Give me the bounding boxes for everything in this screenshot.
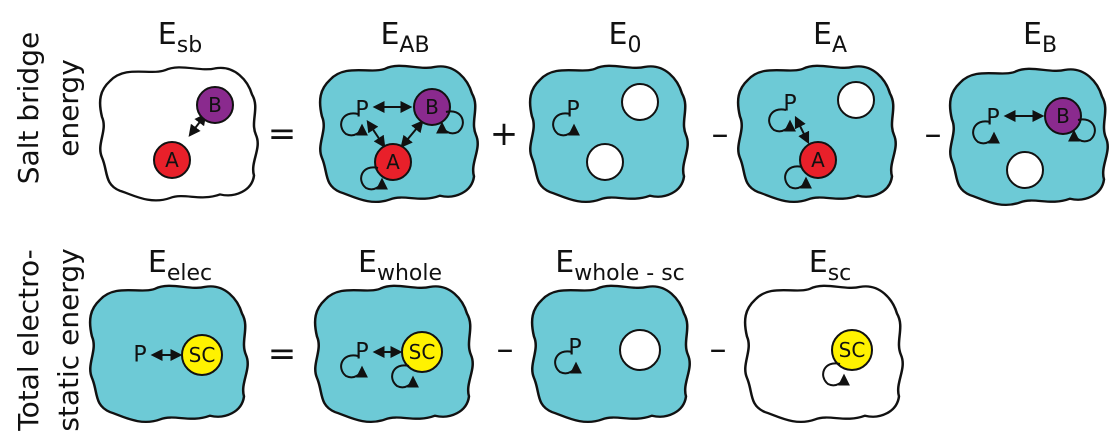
operator: – — [710, 329, 727, 369]
term-e-elec: Eelec P SC — [88, 245, 249, 424]
interaction-arrow — [400, 120, 424, 148]
ion-a-label: A — [811, 148, 825, 172]
term-caption: EAB — [380, 17, 429, 58]
operator: = — [268, 334, 297, 374]
partial-charge-p: P — [355, 340, 368, 365]
ion-a — [799, 141, 837, 179]
term-caption: Ewhole - sc — [555, 245, 685, 286]
term-e-sb: Esb A B — [98, 17, 259, 202]
term-e-ab: EAB P B A — [318, 17, 479, 204]
interaction-arrow — [794, 115, 810, 145]
ion-sc-label: SC — [189, 343, 216, 367]
partial-charge-p: P — [355, 98, 368, 123]
term-caption: EB — [1023, 17, 1057, 58]
term-e-sc: Esc SC — [743, 245, 904, 424]
partial-charge-p: P — [568, 336, 581, 361]
ion-b-label: B — [425, 95, 439, 119]
protein-blob-solvated — [313, 284, 474, 424]
ion-a — [374, 143, 412, 181]
side-label-line2: static energy — [52, 248, 85, 431]
empty-cavity — [621, 83, 659, 121]
term-e-0: E0 P — [528, 17, 689, 204]
protein-blob-solvated — [736, 64, 897, 204]
term-caption: EA — [813, 17, 847, 58]
term-caption: Esc — [809, 245, 852, 286]
term-caption: Esb — [158, 17, 202, 58]
ion-sc — [401, 331, 443, 373]
interaction-arrow — [366, 120, 386, 148]
term-e-whole-minus-sc: Ewhole - sc P — [530, 245, 691, 424]
ion-sc-label: SC — [409, 340, 436, 364]
side-label-line2: energy — [52, 59, 85, 157]
ion-a-label: A — [386, 150, 400, 174]
ion-b-label: B — [1056, 104, 1070, 128]
ion-a-label: A — [165, 148, 179, 172]
term-e-whole: Ewhole P SC — [313, 245, 474, 424]
ion-a — [153, 141, 191, 179]
ion-sc-label: SC — [839, 338, 866, 362]
term-caption: Ewhole — [358, 245, 442, 286]
partial-charge-p: P — [986, 106, 999, 131]
side-label-line1: Salt bridge — [12, 32, 45, 184]
term-e-b: EB P B — [948, 17, 1109, 207]
term-caption: Eelec — [148, 245, 212, 286]
empty-cavity — [1006, 151, 1044, 189]
operator: – — [925, 114, 942, 154]
protein-blob-solvated — [88, 284, 249, 424]
operator: + — [490, 114, 519, 154]
partial-charge-p: P — [783, 92, 796, 117]
side-label-total-electrostatic: Total electro- static energy — [12, 248, 85, 431]
operator: – — [497, 329, 514, 369]
ion-b-label: B — [208, 93, 222, 117]
protein-blob-empty — [98, 66, 259, 202]
ion-b — [413, 88, 451, 126]
protein-blob-empty — [743, 284, 904, 424]
operator: – — [712, 114, 729, 154]
ion-sc — [831, 329, 873, 371]
side-label-salt-bridge: Salt bridge energy — [12, 32, 85, 184]
ion-b — [1044, 97, 1082, 135]
protein-blob-solvated — [530, 284, 691, 424]
side-label-line1: Total electro- — [12, 249, 45, 432]
ion-sc — [181, 334, 223, 376]
partial-charge-p: P — [133, 343, 146, 368]
term-e-a: EA P A — [736, 17, 897, 204]
ion-b — [196, 86, 234, 124]
empty-cavity — [586, 143, 624, 181]
term-caption: E0 — [609, 17, 642, 58]
operator: = — [268, 114, 297, 154]
protein-blob-solvated — [528, 64, 689, 204]
empty-cavity — [837, 81, 875, 119]
empty-cavity — [619, 329, 661, 371]
partial-charge-p: P — [566, 98, 579, 123]
